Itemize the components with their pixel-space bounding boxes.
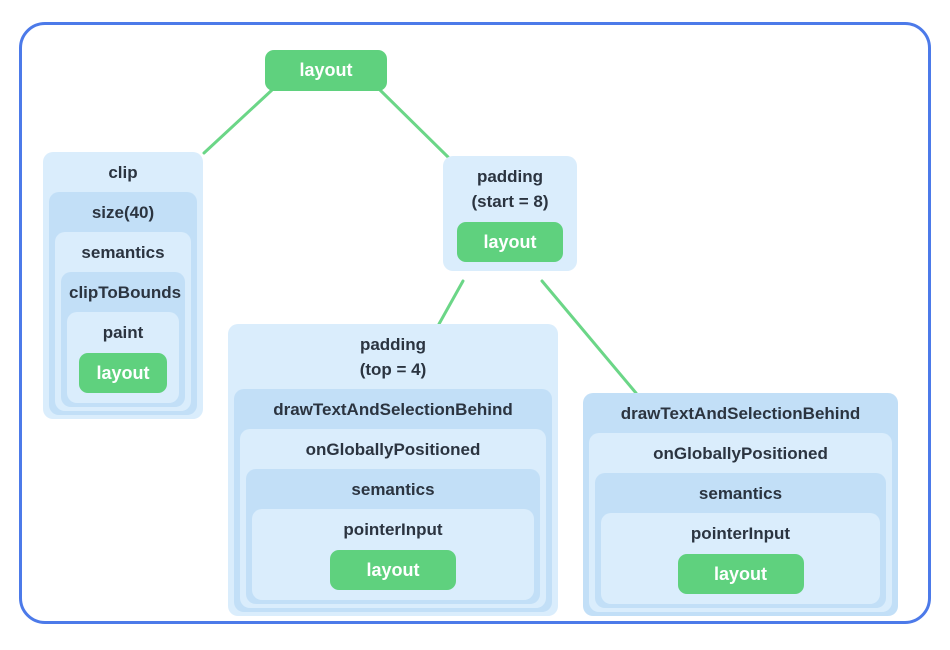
node-pointerinput-right-label: pointerInput: [690, 524, 791, 543]
node-padding-top-label: padding (top = 4): [234, 324, 552, 389]
chain-padding-start: padding (start = 8) layout: [443, 156, 577, 271]
node-root-layout-label: layout: [299, 60, 353, 80]
node-ongloballypositioned-middle-label: onGloballyPositioned: [305, 440, 481, 459]
node-cliptobounds: clipToBounds paint layout: [61, 272, 185, 407]
node-semantics-right: semantics pointerInput layout: [595, 473, 886, 608]
node-drawtext-middle-label: drawTextAndSelectionBehind: [273, 400, 513, 419]
node-ongloballypositioned-right-label: onGloballyPositioned: [653, 444, 828, 463]
chain-clip: clip size(40) semantics clipToBounds pai…: [43, 152, 203, 419]
node-padding-start-label-line2: (start = 8): [471, 192, 549, 211]
node-padding-start-label: padding (start = 8): [449, 156, 571, 221]
node-ongloballypositioned-middle: onGloballyPositioned semantics pointerIn…: [240, 429, 546, 608]
node-padding-top-leaf-layout: layout: [330, 550, 456, 590]
chain-drawtext: drawTextAndSelectionBehind onGloballyPos…: [583, 393, 898, 616]
node-semantics-clip: semantics clipToBounds paint layout: [55, 232, 191, 411]
chain-padding-top: padding (top = 4) drawTextAndSelectionBe…: [228, 324, 558, 616]
node-drawtext-middle: drawTextAndSelectionBehind onGloballyPos…: [234, 389, 552, 612]
node-size-40: size(40) semantics clipToBounds paint la…: [49, 192, 197, 415]
node-ongloballypositioned-right: onGloballyPositioned semantics pointerIn…: [589, 433, 892, 612]
node-drawtext-right: drawTextAndSelectionBehind onGloballyPos…: [583, 393, 898, 616]
node-pointerinput-right: pointerInput layout: [601, 513, 880, 604]
node-padding-top-label-line1: padding: [359, 335, 427, 354]
node-semantics-middle-label: semantics: [351, 480, 435, 499]
node-padding-start: padding (start = 8) layout: [443, 156, 577, 271]
node-clip-leaf-layout: layout: [79, 353, 167, 393]
node-padding-top-label-line2: (top = 4): [359, 360, 427, 379]
node-root-layout: layout: [265, 50, 387, 91]
node-clip: clip size(40) semantics clipToBounds pai…: [43, 152, 203, 419]
node-padding-start-label-line1: padding: [476, 167, 544, 186]
node-drawtext-right-label: drawTextAndSelectionBehind: [620, 404, 861, 423]
node-clip-label: clip: [108, 163, 138, 182]
node-pointerinput-middle-label: pointerInput: [343, 520, 443, 539]
node-padding-start-leaf-layout: layout: [457, 222, 563, 262]
node-padding-top: padding (top = 4) drawTextAndSelectionBe…: [228, 324, 558, 616]
node-paint-label: paint: [102, 323, 144, 342]
node-pointerinput-middle: pointerInput layout: [252, 509, 534, 600]
node-semantics-right-label: semantics: [698, 484, 783, 503]
node-semantics-clip-label: semantics: [81, 243, 165, 262]
node-size-40-label: size(40): [91, 203, 155, 222]
node-semantics-middle: semantics pointerInput layout: [246, 469, 540, 604]
node-cliptobounds-label: clipToBounds: [69, 283, 182, 302]
node-paint: paint layout: [67, 312, 179, 403]
node-drawtext-leaf-layout: layout: [677, 554, 804, 594]
